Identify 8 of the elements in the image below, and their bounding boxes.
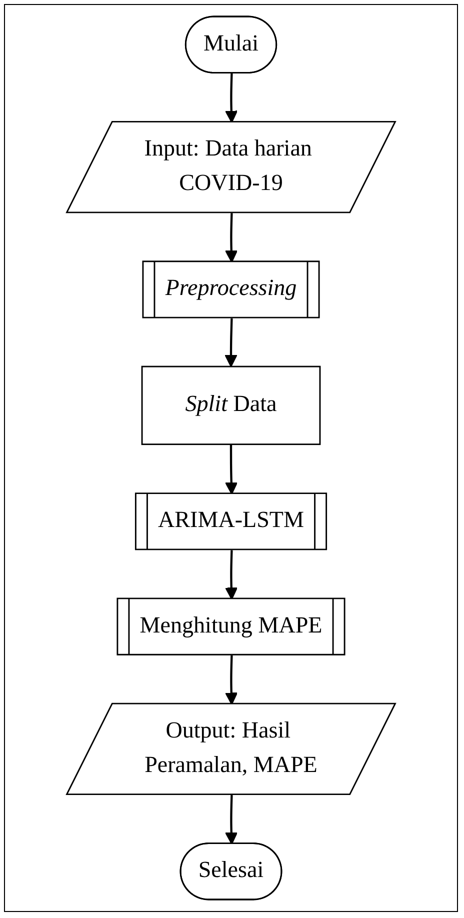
arrow xyxy=(225,550,238,600)
arrow xyxy=(225,213,238,263)
arrow xyxy=(225,655,238,705)
arrow xyxy=(225,444,238,495)
arrow xyxy=(224,318,238,368)
arrow xyxy=(225,73,238,123)
arrow xyxy=(225,795,238,845)
node-box: Split Data xyxy=(141,366,321,446)
